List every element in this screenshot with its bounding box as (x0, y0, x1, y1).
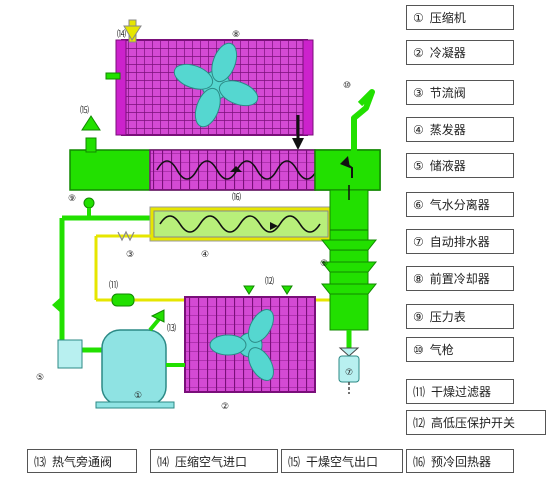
label-15: ⒂ (80, 104, 89, 116)
air-gun (351, 89, 375, 152)
legend-number: ⒀ (34, 454, 47, 469)
compressor (95, 316, 185, 409)
legend-number: ⑥ (413, 197, 424, 212)
dryer-filter (111, 293, 135, 307)
legend-number: ⒃ (413, 454, 426, 469)
legend-item-3: ③ 节流阀 (406, 80, 514, 105)
legend-item-7: ⑦ 自动排水器 (406, 229, 514, 254)
label-8: ⑧ (232, 30, 240, 40)
compressed-air-inlet-arrow (123, 19, 142, 43)
legend-label: 热气旁通阀 (52, 454, 113, 469)
label-11: ⑾ (109, 279, 118, 291)
legend-number: ⑨ (413, 309, 424, 324)
condenser-fan (209, 309, 274, 381)
legend-label: 气水分离器 (429, 198, 490, 212)
legend-label: 节流阀 (429, 86, 466, 100)
legend-number: ① (413, 10, 424, 25)
legend-label: 蒸发器 (429, 123, 466, 137)
pre-cooler-side-pipe (105, 72, 121, 80)
liquid-receiver (52, 215, 160, 369)
legend-number: ⒁ (157, 454, 170, 469)
legend-label: 压缩空气进口 (175, 454, 248, 469)
pressure-switches (243, 285, 293, 295)
legend-label: 前置冷却器 (429, 272, 490, 286)
legend-number: ⑩ (413, 342, 424, 357)
legend-number: ④ (413, 122, 424, 137)
pressure-gauge (83, 197, 95, 218)
label-16: ⒃ (232, 191, 241, 203)
throttle-valve (94, 230, 340, 302)
legend-label: 高低压保护开关 (431, 416, 516, 430)
legend-item-9: ⑨ 压力表 (406, 304, 514, 329)
legend-item-4: ④ 蒸发器 (406, 117, 514, 142)
label-3: ③ (126, 250, 134, 260)
legend-number: ⒂ (288, 454, 301, 469)
legend-item-13: ⒀ 热气旁通阀 (27, 449, 137, 473)
gas-water-separator (314, 149, 381, 331)
legend-label: 预冷回热器 (431, 454, 492, 469)
legend-item-6: ⑥ 气水分离器 (406, 192, 514, 217)
legend-number: ⑦ (413, 234, 424, 249)
legend-label: 干燥空气出口 (306, 454, 379, 469)
legend-label: 干燥过滤器 (431, 385, 492, 399)
label-4: ④ (201, 250, 209, 260)
legend-item-1: ① 压缩机 (406, 5, 514, 30)
label-13: ⒀ (167, 322, 176, 334)
label-14: ⒁ (117, 28, 126, 40)
legend-label: 压力表 (429, 310, 466, 324)
auto-drain (338, 330, 360, 394)
legend-item-5: ⑤ 储液器 (406, 153, 514, 178)
label-2: ② (221, 402, 229, 412)
label-10: ⑩ (343, 81, 351, 91)
dry-air-outlet-arrow (81, 115, 101, 153)
label-6: ⑥ (320, 259, 328, 269)
legend-item-8: ⑧ 前置冷却器 (406, 266, 514, 291)
legend-number: ② (413, 45, 424, 60)
label-5: ⑤ (36, 373, 44, 383)
flow-arrows (230, 166, 278, 230)
legend-label: 储液器 (429, 159, 466, 173)
legend-number: ⑿ (413, 416, 426, 430)
label-9: ⑨ (68, 194, 76, 204)
legend-number: ⑧ (413, 271, 424, 286)
legend-label: 气枪 (429, 343, 454, 357)
legend-item-12: ⑿ 高低压保护开关 (406, 410, 546, 435)
hot-gas-bypass-valve (150, 309, 165, 323)
legend-item-14: ⒁ 压缩空气进口 (150, 449, 278, 473)
pre-cooler-fan (173, 42, 259, 128)
legend-item-10: ⑩ 气枪 (406, 337, 514, 362)
legend-number: ⑤ (413, 158, 424, 173)
pre-cooler-inner-flow (292, 115, 304, 150)
legend-item-2: ② 冷凝器 (406, 40, 514, 65)
label-1: ① (134, 391, 142, 401)
legend-item-11: ⑾ 干燥过滤器 (406, 379, 514, 404)
legend-item-16: ⒃ 预冷回热器 (406, 449, 514, 473)
legend-number: ⑾ (413, 385, 426, 399)
legend-label: 自动排水器 (429, 235, 490, 249)
label-12: ⑿ (265, 275, 274, 287)
legend-label: 压缩机 (429, 11, 466, 25)
label-7: ⑦ (345, 368, 353, 378)
legend-item-15: ⒂ 干燥空气出口 (281, 449, 403, 473)
legend-label: 冷凝器 (429, 46, 466, 60)
legend-number: ③ (413, 85, 424, 100)
evaporator (149, 206, 333, 242)
